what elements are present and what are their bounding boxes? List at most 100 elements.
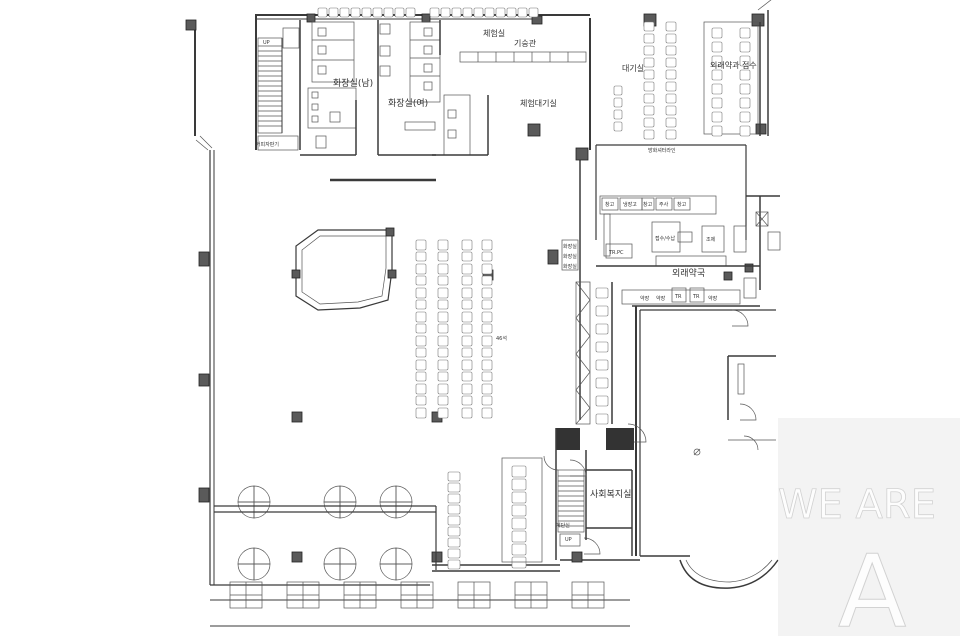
- chair-icon: [665, 21, 677, 32]
- seat-icon: [461, 335, 473, 347]
- watermark-line-2: A: [838, 533, 906, 636]
- up-label-top: UP: [263, 40, 270, 46]
- seat-icon: [481, 263, 493, 275]
- seat-icon: [437, 239, 449, 251]
- store-label-4: 주사: [659, 201, 669, 208]
- seat-icon: [415, 383, 427, 395]
- cabinet-label-2: 약장: [656, 295, 666, 302]
- seat-icon: [415, 371, 427, 382]
- chair-icon: [447, 482, 461, 493]
- chair-icon: [643, 81, 655, 92]
- chair-icon: [711, 69, 723, 81]
- chair-icon: [447, 493, 461, 504]
- seat-icon: [415, 347, 427, 358]
- seat-icon: [437, 287, 449, 299]
- store-label-2: 냉장고: [623, 201, 637, 208]
- chair-icon: [511, 478, 527, 491]
- door-swing: [237, 547, 255, 565]
- chair-icon: [613, 109, 623, 120]
- seat-icon: [481, 299, 493, 310]
- door-swing: [379, 485, 397, 503]
- door-swing: [253, 485, 271, 503]
- stairwell-label: 계단실: [556, 522, 570, 529]
- seat-icon: [481, 287, 493, 299]
- chair-icon: [447, 559, 461, 570]
- door-swing: [237, 501, 255, 519]
- door-swing: [395, 501, 413, 519]
- chair-icon: [739, 69, 751, 81]
- toilet-men-label: 화장실(남): [333, 78, 373, 89]
- seat-icon: [437, 275, 449, 286]
- chair-icon: [643, 45, 655, 56]
- chair-icon: [511, 504, 527, 517]
- top-right-chairs: [711, 27, 751, 137]
- social-welfare-room: [543, 428, 634, 560]
- chair-icon: [665, 45, 677, 56]
- door-swing: [395, 547, 413, 565]
- tr-label-1: TR: [674, 294, 682, 300]
- chair-icon: [595, 323, 609, 335]
- seat-icon: [461, 287, 473, 299]
- waiting-room-chairs: [613, 21, 677, 140]
- seat-icon: [461, 263, 473, 275]
- chair-icon: [595, 395, 609, 407]
- top-right-room: [703, 0, 772, 136]
- chair-icon: [739, 27, 751, 39]
- seat-icon: [437, 251, 449, 262]
- seat-icon: [481, 407, 493, 419]
- door-swing: [237, 485, 255, 503]
- door-swing: [379, 501, 397, 519]
- tr-label-2: TR: [692, 294, 700, 300]
- chair-icon: [643, 93, 655, 104]
- seat-icon: [481, 383, 493, 395]
- seat-icon: [437, 263, 449, 275]
- chair-icon: [511, 530, 527, 543]
- seat-icon: [481, 347, 493, 358]
- seat-icon: [461, 275, 473, 286]
- side-label-2: 화장실: [563, 253, 577, 260]
- experience-room-label: 체험실: [483, 28, 505, 38]
- chair-icon: [495, 7, 506, 18]
- chair-icon: [739, 97, 751, 109]
- chair-icon: [528, 7, 539, 18]
- chair-icon: [595, 341, 609, 353]
- door-swing: [339, 485, 357, 503]
- chair-icon: [447, 548, 461, 559]
- social-welfare-label: 사회복지실: [590, 489, 631, 500]
- reception-desk: [291, 227, 397, 311]
- seat-icon: [437, 323, 449, 334]
- seat-icon: [437, 371, 449, 382]
- lobby-chairs-bottom: [447, 457, 543, 570]
- cabinet-label-1: 약장: [640, 295, 650, 302]
- seat-icon: [461, 359, 473, 371]
- chair-icon: [462, 7, 473, 18]
- entrance-doors: [237, 485, 413, 581]
- top-right-room-label: 외래약과 접수: [710, 60, 757, 70]
- chair-icon: [643, 33, 655, 44]
- chair-icon: [613, 85, 623, 96]
- seat-icon: [437, 383, 449, 395]
- chair-icon: [328, 7, 339, 18]
- seat-icon: [437, 395, 449, 406]
- seat-icon: [481, 275, 493, 286]
- chair-icon: [643, 57, 655, 68]
- chair-icon: [383, 7, 394, 18]
- chair-icon: [643, 21, 655, 32]
- door-swing: [379, 547, 397, 565]
- chair-icon: [739, 41, 751, 53]
- seat-icon: [461, 251, 473, 262]
- chair-icon: [595, 287, 609, 299]
- seat-icon: [481, 311, 493, 323]
- seat-icon: [415, 407, 427, 419]
- toilet-women-label: 화장실(여): [388, 97, 428, 109]
- chair-icon: [643, 105, 655, 116]
- seat-icon: [461, 371, 473, 382]
- seat-icon: [461, 311, 473, 323]
- seat-icon: [437, 407, 449, 419]
- chair-icon: [711, 111, 723, 123]
- chair-icon: [665, 93, 677, 104]
- seat-icon: [415, 287, 427, 299]
- chair-icon: [739, 125, 751, 137]
- reception-label: 접수/수납: [655, 235, 675, 242]
